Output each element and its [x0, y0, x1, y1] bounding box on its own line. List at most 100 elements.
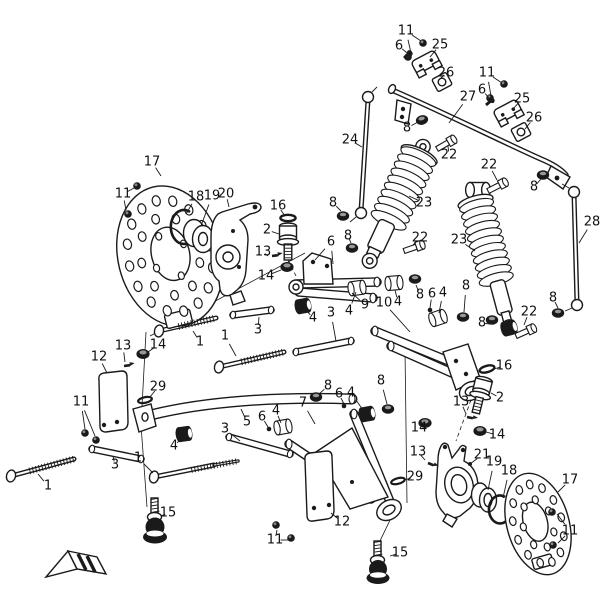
mud-flap-left [98, 370, 129, 433]
part-number-label: 17 [562, 473, 579, 488]
part-number-label: 24 [342, 133, 359, 148]
sway-bar-bushing-1 [431, 72, 453, 92]
part-number-label: 4 [272, 404, 280, 419]
knuckle-right [435, 442, 479, 528]
part-number-label: 16 [496, 359, 513, 374]
bushing [272, 417, 294, 437]
upper-arm-left [288, 252, 381, 304]
knuckle-left [210, 202, 262, 306]
part-number-label: 14 [150, 338, 167, 353]
part-number-label: 11 [115, 187, 132, 202]
part-number-label: 12 [334, 515, 351, 530]
grease-fitting [123, 361, 136, 368]
part-number-label: 11 [562, 524, 579, 539]
part-number-label: 18 [188, 190, 205, 205]
part-number-label: 4 [345, 304, 353, 319]
part-number-label: 7 [299, 396, 307, 411]
part-number-label: 29 [150, 380, 167, 395]
part-number-label: 1 [44, 479, 52, 494]
part-number-label: 17 [144, 155, 161, 170]
part-number-label: 28 [584, 215, 601, 230]
part-number-label: 23 [451, 233, 468, 248]
part-number-label: 20 [218, 187, 235, 202]
part-number-label: 25 [432, 38, 449, 53]
part-number-label: 14 [489, 428, 506, 443]
part-number-label: 11 [398, 24, 415, 39]
part-number-label: 10 [376, 296, 393, 311]
part-number-label: 6 [335, 387, 343, 402]
bracket-bolt [483, 95, 496, 108]
part-number-label: 18 [501, 464, 518, 479]
part-number-label: 1 [221, 329, 229, 344]
part-number-label: 3 [327, 306, 335, 321]
part-number-label: 4 [309, 311, 317, 326]
disc-hole-pattern [508, 479, 568, 568]
part-number-label: 22 [412, 231, 429, 246]
circlip-left [169, 208, 195, 246]
part-number-label: 2 [496, 391, 504, 406]
stabilizer-link-left [349, 86, 378, 223]
brake-disc-right [504, 472, 572, 576]
stabilizer-link-right [561, 183, 584, 312]
part-number-label: 8 [549, 291, 557, 306]
orientation-arrow-icon [44, 549, 108, 579]
ball-joint-lower-left [143, 497, 167, 544]
part-number-label: 3 [254, 323, 262, 338]
part-number-label: 6 [428, 287, 436, 302]
part-number-label: 8 [344, 229, 352, 244]
shock-absorber-left [361, 138, 438, 269]
part-number-label: 16 [270, 199, 287, 214]
part-number-label: 27 [460, 90, 477, 105]
grease-fitting [466, 414, 479, 421]
disc-hole-pattern [122, 195, 218, 317]
part-number-label: 23 [416, 196, 433, 211]
part-number-label: 2 [263, 223, 271, 238]
part-number-label: 1 [134, 451, 142, 466]
part-number-label: 8 [377, 374, 385, 389]
part-number-label: 29 [407, 470, 424, 485]
part-number-label: 14 [411, 421, 428, 436]
part-number-label: 8 [416, 288, 424, 303]
part-number-label: 13 [115, 339, 132, 354]
ball-joint-lower-right [366, 540, 390, 584]
part-number-label: 14 [258, 269, 275, 284]
shock-bolt [513, 322, 539, 341]
part-number-label: 3 [111, 458, 119, 473]
part-number-label: 12 [91, 350, 108, 365]
part-number-label: 3 [221, 422, 229, 437]
part-number-label: 4 [347, 386, 355, 401]
bearing-left [182, 218, 215, 254]
part-number-label: 19 [486, 455, 503, 470]
part-number-label: 15 [392, 546, 409, 561]
part-number-label: 8 [324, 379, 332, 394]
part-number-label: 4 [170, 439, 178, 454]
part-number-label: 9 [361, 298, 369, 313]
part-number-label: 11 [73, 395, 90, 410]
part-number-label: 6 [395, 39, 403, 54]
part-number-label: 11 [479, 66, 496, 81]
part-number-label: 26 [438, 66, 455, 81]
part-number-label: 1 [196, 335, 204, 350]
lower-arm-right [285, 408, 402, 522]
part-number-label: 19 [204, 189, 221, 204]
snap-ring-left [279, 213, 297, 223]
circlip-right [487, 494, 510, 525]
part-number-label: 25 [514, 92, 531, 107]
part-number-label: 22 [521, 305, 538, 320]
part-number-label: 26 [526, 111, 543, 126]
mud-flap-right [304, 450, 335, 522]
bushing [346, 279, 368, 297]
part-number-label: 8 [462, 279, 470, 294]
part-number-label: 13 [410, 445, 427, 460]
part-number-label: 5 [243, 415, 251, 430]
part-number-label: 4 [394, 295, 402, 310]
part-number-label: 13 [255, 245, 272, 260]
suspension-parts [5, 39, 584, 584]
snap-ring-right [477, 362, 497, 376]
part-number-label: 11 [267, 533, 284, 548]
bushing [383, 274, 405, 292]
sway-bar-bracket-1 [411, 50, 444, 79]
part-number-label: 8 [403, 121, 411, 136]
